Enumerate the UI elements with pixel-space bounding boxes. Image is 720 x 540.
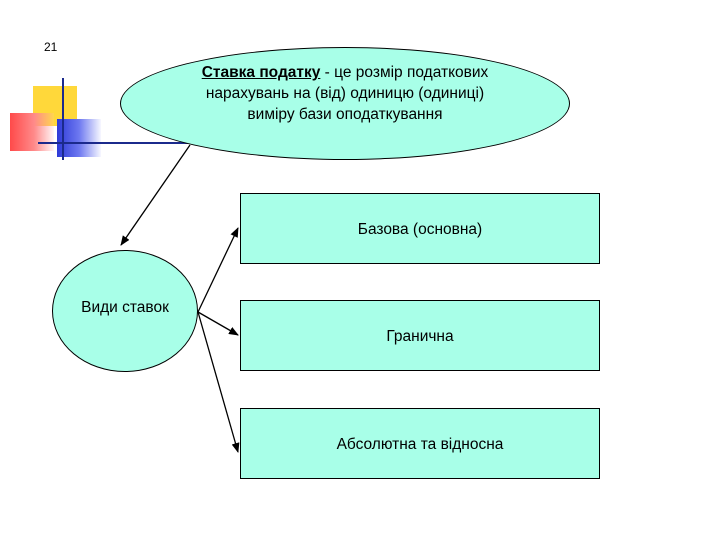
decorative-vertical-line	[62, 78, 64, 160]
definition-description: - це розмір податкових нарахувань на (ві…	[205, 64, 489, 123]
arrow-definition-to-types	[120, 144, 191, 246]
slide-number: 21	[44, 40, 58, 54]
base-rate-box: Базова (основна)	[240, 193, 600, 264]
rate-types-label: Види ставок	[81, 299, 169, 316]
rate-types-circle	[52, 250, 198, 372]
arrow-to-base-rate	[197, 227, 239, 313]
decorative-horizontal-line	[38, 142, 198, 144]
marginal-rate-box: Гранична	[240, 300, 600, 371]
base-rate-label: Базова (основна)	[357, 221, 483, 238]
definition-ellipse	[120, 47, 570, 160]
absolute-relative-rate-box: Абсолютна та відносна	[240, 408, 600, 479]
arrow-to-marginal-rate	[197, 311, 239, 336]
decorative-red-square	[10, 113, 54, 151]
definition-text: Ставка податку - це розмір податкових на…	[195, 62, 495, 125]
decorative-blue-square	[57, 119, 101, 157]
absolute-relative-rate-label: Абсолютна та відносна	[336, 436, 504, 453]
marginal-rate-label: Гранична	[386, 328, 454, 345]
definition-term: Ставка податку	[201, 64, 321, 81]
arrow-to-absolute-relative-rate	[197, 311, 240, 453]
